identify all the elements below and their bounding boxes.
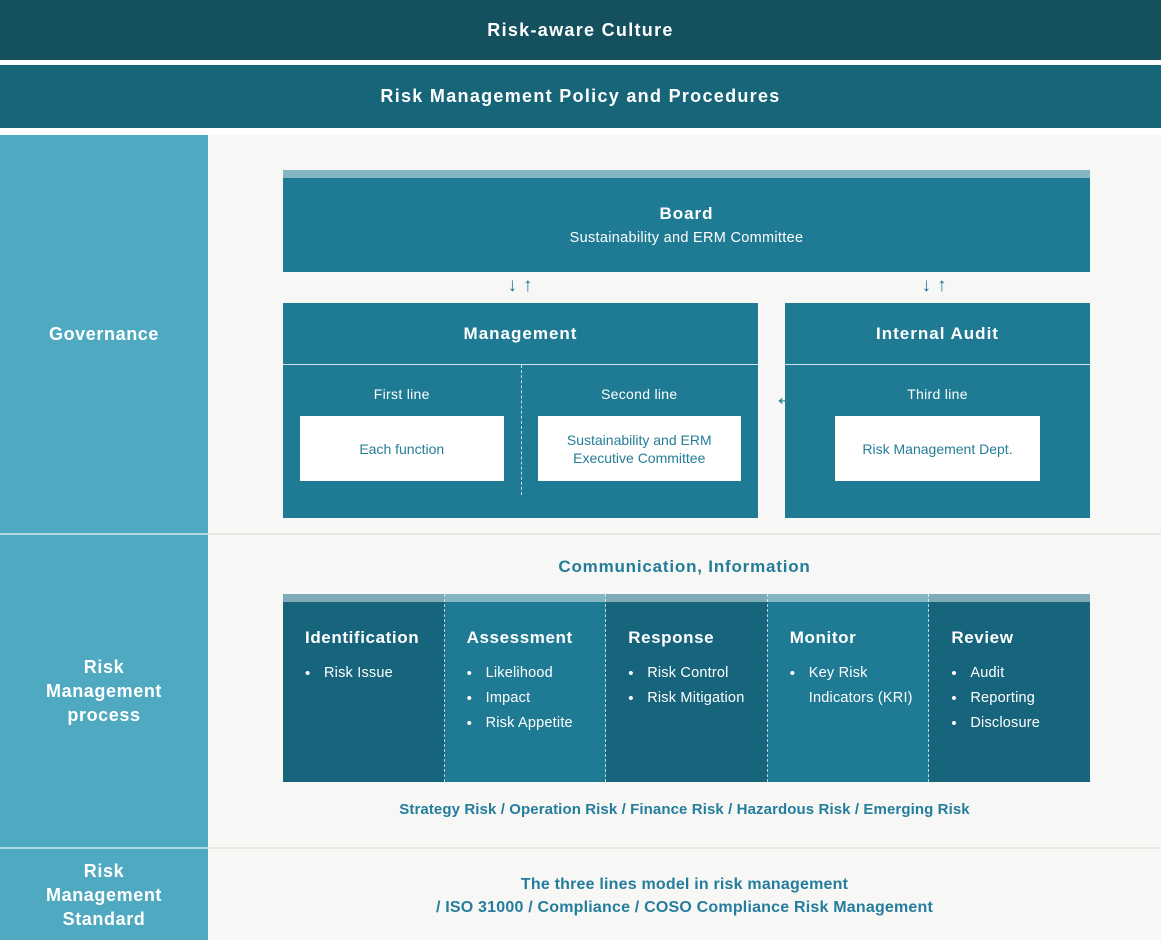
- list-item: Risk Appetite: [467, 711, 594, 736]
- column-items: Risk Control Risk Mitigation: [628, 661, 755, 711]
- standard-section: The three lines model in risk management…: [208, 847, 1161, 940]
- arrow-up-icon: ↑: [523, 275, 539, 296]
- third-line-label: Third line: [907, 386, 968, 402]
- column-items: Risk Issue: [305, 661, 432, 686]
- banner-gap: [0, 128, 1161, 135]
- list-item: Reporting: [951, 686, 1078, 711]
- banner-risk-aware-culture: Risk-aware Culture: [0, 0, 1161, 60]
- erm-executive-committee-box: Sustainability and ERM Executive Committ…: [537, 416, 741, 481]
- column-monitor: Monitor Key Risk Indicators (KRI): [767, 594, 930, 782]
- column-title: Response: [628, 628, 715, 647]
- list-item: Impact: [467, 686, 594, 711]
- sidebar-item-governance: Governance: [0, 135, 208, 533]
- management-body: First line Each function Second line Sus…: [283, 365, 758, 517]
- board-subtitle: Sustainability and ERM Committee: [569, 230, 804, 246]
- board-internal-audit-arrows: ↓↑: [907, 275, 967, 297]
- banner-gap: [0, 60, 1161, 65]
- governance-section: Board Sustainability and ERM Committee ↓…: [208, 135, 1161, 533]
- main-area: Governance Risk Management process Risk …: [0, 135, 1161, 940]
- list-item: Likelihood: [467, 661, 594, 686]
- sidebar-process-label: Risk Management process: [45, 657, 163, 725]
- list-item: Risk Issue: [305, 661, 432, 686]
- banner-culture-label: Risk-aware Culture: [487, 19, 674, 40]
- column-title: Monitor: [789, 628, 857, 647]
- board-management-arrows: ↓↑: [493, 275, 553, 297]
- sidebar-governance-label: Governance: [48, 324, 160, 344]
- column-title: Identification: [305, 628, 420, 647]
- sidebar-item-risk-management-process: Risk Management process: [0, 533, 208, 847]
- third-line-column: Third line Risk Management Dept.: [785, 365, 1090, 517]
- column-items: Likelihood Impact Risk Appetite: [467, 661, 594, 736]
- list-item: Risk Control: [628, 661, 755, 686]
- sidebar-item-risk-management-standard: Risk Management Standard: [0, 847, 208, 940]
- arrow-down-icon: ↓: [921, 275, 937, 296]
- standard-line-2: / ISO 31000 / Compliance / COSO Complian…: [435, 899, 934, 916]
- list-item: Key Risk Indicators (KRI): [790, 661, 917, 711]
- communication-information-heading: Communication, Information: [558, 557, 811, 576]
- board-title: Board: [659, 204, 714, 223]
- risk-management-dept-box: Risk Management Dept.: [835, 416, 1040, 481]
- column-response: Response Risk Control Risk Mitigation: [606, 594, 768, 782]
- internal-audit-title: Internal Audit: [785, 303, 1090, 365]
- standard-line-1: The three lines model in risk management: [520, 876, 849, 893]
- banner-policy-procedures: Risk Management Policy and Procedures: [0, 65, 1161, 128]
- internal-audit-box: Internal Audit Third line Risk Managemen…: [785, 303, 1090, 518]
- sidebar-standard-label: Risk Management Standard: [45, 860, 163, 929]
- column-title: Assessment: [466, 628, 573, 647]
- sidebar: Governance Risk Management process Risk …: [0, 135, 208, 940]
- column-items: Key Risk Indicators (KRI): [790, 661, 917, 711]
- first-line-label: First line: [373, 386, 430, 402]
- board-content: Board Sustainability and ERM Committee: [283, 178, 1090, 272]
- column-title: Review: [951, 628, 1014, 647]
- arrow-down-icon: ↓: [507, 275, 523, 296]
- second-line-label: Second line: [601, 386, 678, 402]
- arrow-up-icon: ↑: [937, 275, 953, 296]
- management-box: Management First line Each function Seco…: [283, 303, 758, 518]
- column-identification: Identification Risk Issue: [283, 594, 445, 782]
- column-assessment: Assessment Likelihood Impact Risk Appeti…: [444, 594, 607, 782]
- board-top-strip: [283, 170, 1090, 178]
- first-line-column: First line Each function: [283, 365, 521, 517]
- column-items: Audit Reporting Disclosure: [951, 661, 1078, 736]
- list-item: Risk Mitigation: [628, 686, 755, 711]
- internal-audit-body: Third line Risk Management Dept.: [785, 365, 1090, 517]
- process-columns-block: Identification Risk Issue Assessment Lik…: [283, 594, 1090, 782]
- column-review: Review Audit Reporting Disclosure: [929, 594, 1090, 782]
- second-line-column: Second line Sustainability and ERM Execu…: [521, 365, 759, 517]
- management-title: Management: [283, 303, 758, 365]
- each-function-box: Each function: [300, 416, 504, 481]
- content-area: Board Sustainability and ERM Committee ↓…: [208, 135, 1161, 940]
- process-section: Communication, Information Identificatio…: [208, 533, 1161, 847]
- list-item: Disclosure: [951, 711, 1078, 736]
- standard-text: The three lines model in risk management…: [208, 849, 1161, 919]
- banner-policy-label: Risk Management Policy and Procedures: [380, 86, 781, 106]
- dashed-divider: [520, 365, 522, 495]
- board-box: Board Sustainability and ERM Committee: [283, 170, 1090, 272]
- risk-types-line: Strategy Risk / Operation Risk / Finance…: [399, 801, 970, 818]
- list-item: Audit: [951, 661, 1078, 686]
